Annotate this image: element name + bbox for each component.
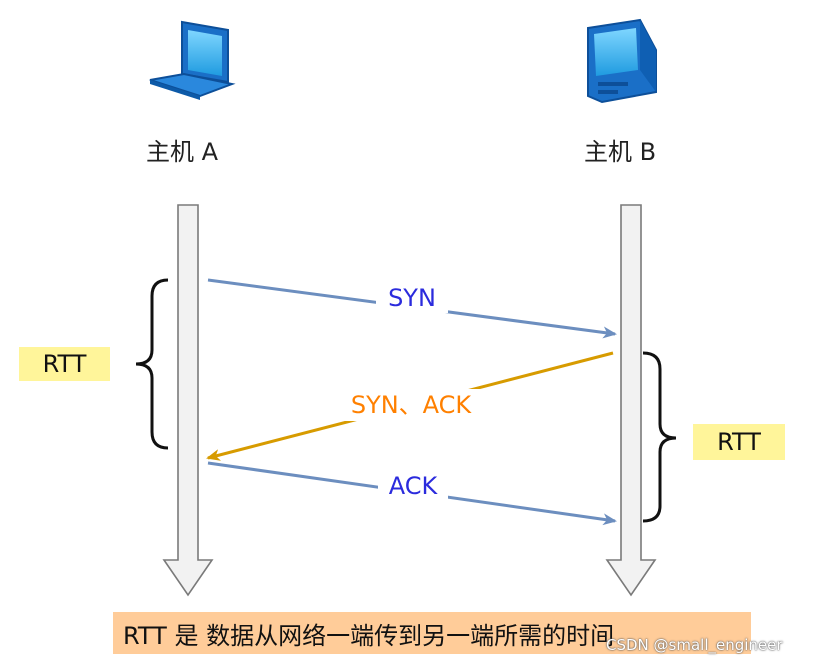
lifeline-b bbox=[605, 204, 657, 597]
host-b-label: 主机 B bbox=[584, 138, 657, 166]
watermark: CSDN @small_engineer bbox=[606, 636, 783, 654]
rtt-right-box: RTT bbox=[693, 424, 785, 460]
syn-ack-label: SYN、ACK bbox=[351, 391, 473, 419]
syn-label: SYN bbox=[388, 284, 436, 312]
lifeline-a bbox=[162, 204, 214, 597]
ack-label-bg bbox=[378, 472, 448, 502]
caption-banner: RTT 是 数据从网络一端传到另一端所需的时间 bbox=[113, 612, 751, 654]
laptop-icon bbox=[149, 20, 236, 100]
syn-ack-label-bg bbox=[330, 389, 494, 421]
left-rtt-brace bbox=[135, 278, 169, 450]
right-rtt-brace bbox=[642, 351, 677, 523]
desktop-computer-icon bbox=[587, 18, 657, 104]
syn-label-bg bbox=[376, 283, 448, 313]
ack-label: ACK bbox=[389, 472, 439, 500]
host-a-label: 主机 A bbox=[146, 138, 219, 166]
rtt-left-box: RTT bbox=[19, 347, 110, 381]
